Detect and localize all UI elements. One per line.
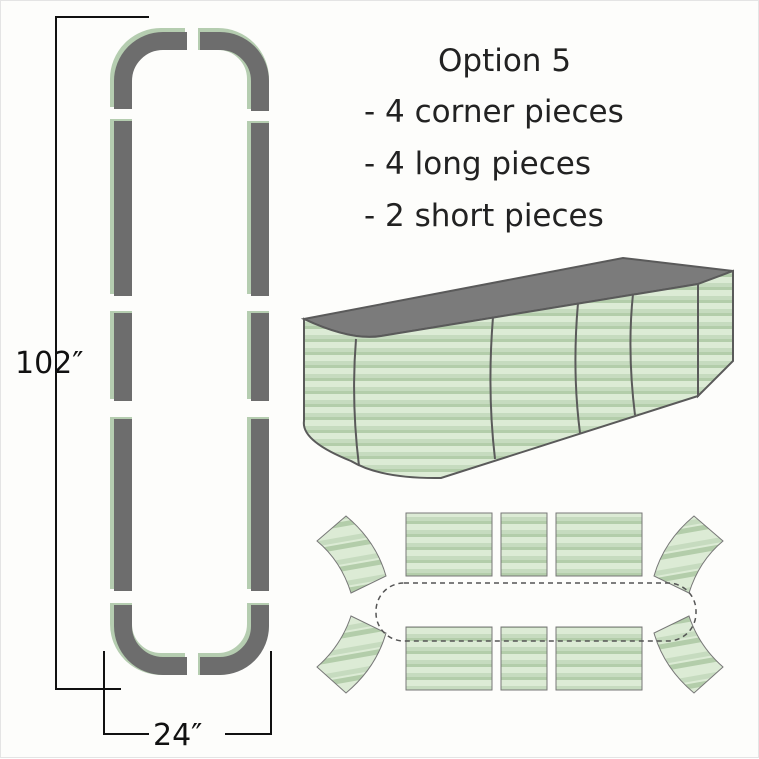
corner-piece [114,605,187,675]
long-piece [555,626,643,691]
bed-front-face [302,282,699,480]
corner-piece [653,515,724,594]
list-item: - 2 short pieces [364,198,604,234]
short-piece [500,626,548,691]
corner-piece [200,605,269,675]
long-piece [555,512,643,577]
assembled-bed-illustration [300,256,734,480]
option-title: Option 5 [438,43,571,79]
corner-piece [114,32,187,109]
width-label: 24″ [153,718,202,753]
width-dimension [103,651,272,735]
exploded-pieces [316,512,724,694]
length-label: 102″ [15,346,83,381]
length-dimension [55,16,149,690]
long-piece [405,512,493,577]
panel-seams [353,293,636,467]
list-item: - 4 long pieces [364,146,591,182]
corner-piece [316,615,387,694]
corner-piece [316,515,387,594]
list-item: - 4 corner pieces [364,94,624,130]
short-piece [500,512,548,577]
bed-end-face [697,269,734,399]
bed-outline [375,582,697,642]
long-piece [405,626,493,691]
top-view-layout [110,28,269,675]
corner-piece [653,615,724,694]
corner-piece [200,32,269,111]
